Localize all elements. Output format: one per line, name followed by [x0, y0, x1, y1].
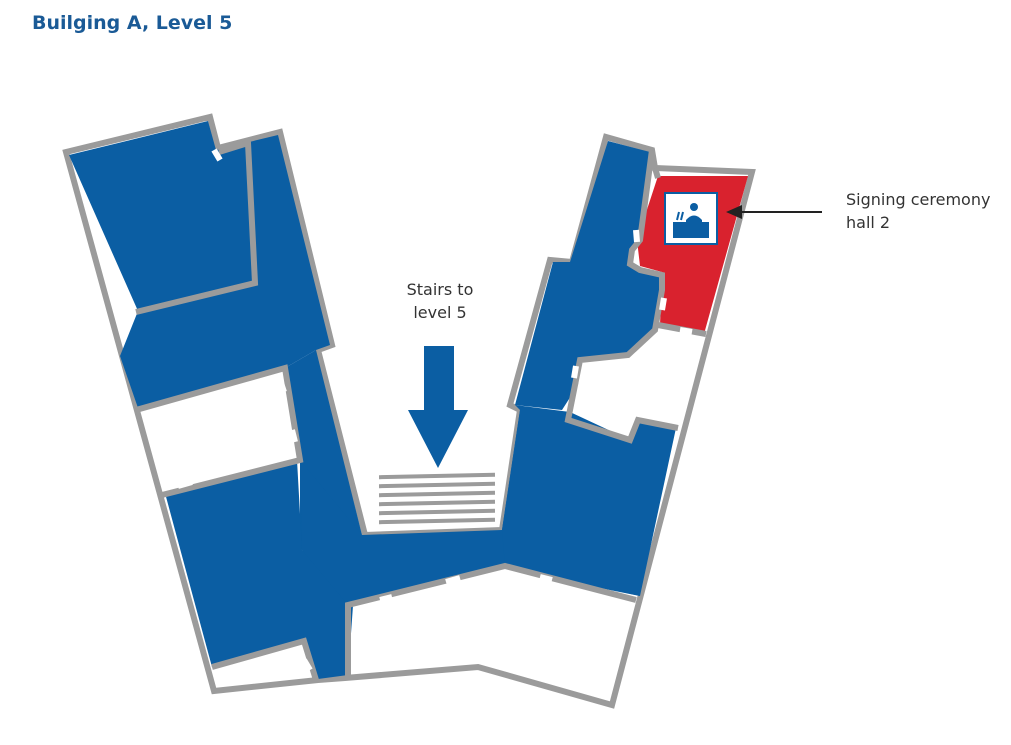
- door-openings: [177, 148, 693, 672]
- page-title: Builging A, Level 5: [32, 12, 233, 34]
- room-nw-1[interactable]: [69, 121, 255, 311]
- room-nw-2[interactable]: [120, 135, 330, 408]
- inner-walls: [135, 138, 707, 681]
- hall-label: Signing ceremony hall 2: [846, 188, 1006, 234]
- hall-pointer-arrow: [726, 205, 822, 219]
- stairs-label-line-1: Stairs to: [406, 280, 474, 299]
- stairs[interactable]: [378, 472, 496, 525]
- stairs-label-line-2: level 5: [413, 303, 467, 322]
- room-sw[interactable]: [165, 460, 355, 679]
- hall-label-line-2: hall 2: [846, 213, 891, 232]
- stairs-arrow-icon: [408, 346, 468, 468]
- hall-label-line-1: Signing ceremony: [846, 190, 991, 209]
- room-east-2[interactable]: [502, 405, 676, 596]
- room-east-1[interactable]: [515, 262, 662, 410]
- room-ne-narrow[interactable]: [570, 141, 650, 262]
- signing-desk-icon: [664, 192, 718, 245]
- stairs-label: Stairs to level 5: [378, 278, 502, 324]
